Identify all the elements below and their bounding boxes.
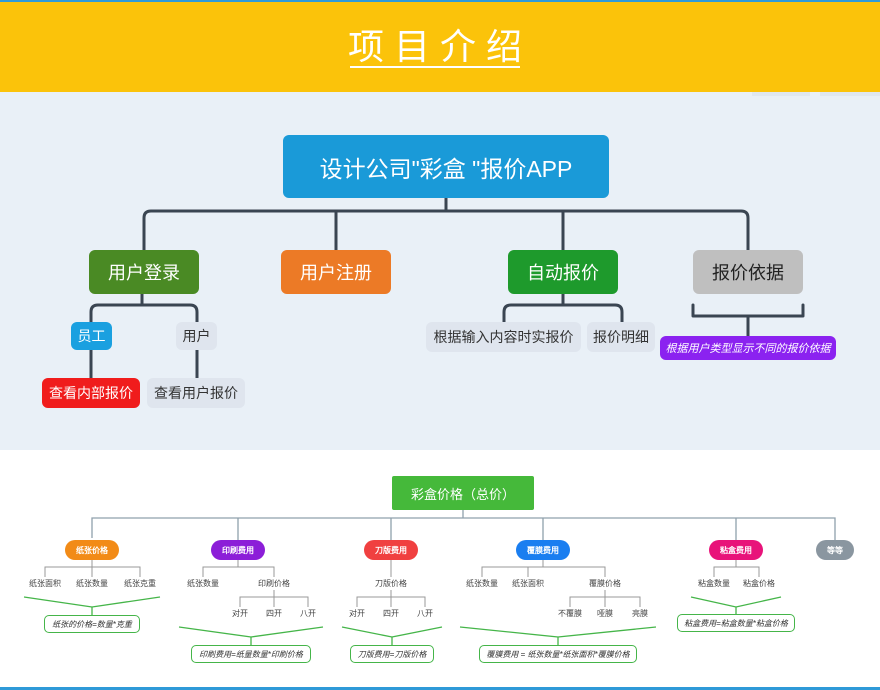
formula-paper-price: 纸张的价格=数量*克重 bbox=[44, 615, 140, 633]
item-label: 纸张克重 bbox=[124, 578, 156, 588]
item-label: 纸张面积 bbox=[29, 578, 61, 588]
node-user-quote: 查看用户报价 bbox=[147, 378, 245, 408]
branch-user-login: 用户登录 bbox=[89, 250, 199, 294]
subitem-label: 四开 bbox=[266, 608, 282, 618]
node-basis-note: 根据用户类型显示不同的报价依据 bbox=[660, 336, 836, 360]
node-quote-detail: 报价明细 bbox=[587, 322, 655, 352]
branch-quote-basis: 报价依据 bbox=[693, 250, 803, 294]
top-root-node: 设计公司"彩盒 "报价APP bbox=[283, 135, 609, 198]
category-lamination-cost: 覆膜费用 bbox=[516, 540, 570, 560]
category-print-cost: 印刷费用 bbox=[211, 540, 265, 560]
panel-tab bbox=[820, 92, 880, 96]
item-label: 纸张数量 bbox=[466, 578, 498, 588]
item-label: 纸张数量 bbox=[76, 578, 108, 588]
item-label: 粘盒数量 bbox=[698, 578, 730, 588]
subitem-label: 八开 bbox=[300, 608, 316, 618]
category-paper-price: 纸张价格 bbox=[65, 540, 119, 560]
formula-print-cost: 印刷费用=纸量数量*印刷价格 bbox=[191, 645, 311, 663]
subitem-label: 哑膜 bbox=[597, 608, 613, 618]
item-label: 粘盒价格 bbox=[743, 578, 775, 588]
page-title: 项目介绍 bbox=[347, 26, 532, 67]
subitem-label: 亮膜 bbox=[632, 608, 648, 618]
bottom-root-node: 彩盒价格（总价） bbox=[392, 476, 534, 510]
formula-die-cost: 刀版费用=刀版价格 bbox=[350, 645, 434, 663]
category-die-cost: 刀版费用 bbox=[364, 540, 418, 560]
panel-tab bbox=[752, 92, 810, 96]
item-label: 纸张数量 bbox=[187, 578, 219, 588]
subitem-label: 四开 bbox=[383, 608, 399, 618]
node-user: 用户 bbox=[176, 322, 217, 350]
category-gluing-cost: 粘盒费用 bbox=[709, 540, 763, 560]
node-internal-quote: 查看内部报价 bbox=[42, 378, 140, 408]
bottom-border bbox=[0, 687, 880, 690]
subitem-label: 对开 bbox=[349, 608, 365, 618]
subitem-label: 对开 bbox=[232, 608, 248, 618]
item-label: 覆膜价格 bbox=[589, 578, 621, 588]
formula-lamination-cost: 覆膜费用 = 纸张数量*纸张面积*覆膜价格 bbox=[479, 645, 637, 663]
node-staff: 员工 bbox=[71, 322, 112, 350]
title-underline bbox=[350, 66, 520, 68]
category-etc: 等等 bbox=[816, 540, 854, 560]
header-band bbox=[0, 0, 880, 92]
subitem-label: 不覆膜 bbox=[558, 608, 582, 618]
node-realtime-quote: 根据输入内容时实报价 bbox=[426, 322, 581, 352]
item-label: 刀版价格 bbox=[375, 578, 407, 588]
item-label: 印刷价格 bbox=[258, 578, 290, 588]
subitem-label: 八开 bbox=[417, 608, 433, 618]
branch-user-register: 用户注册 bbox=[281, 250, 391, 294]
formula-gluing-cost: 粘盒费用=粘盒数量*粘盒价格 bbox=[677, 614, 795, 632]
branch-auto-quote: 自动报价 bbox=[508, 250, 618, 294]
item-label: 纸张面积 bbox=[512, 578, 544, 588]
